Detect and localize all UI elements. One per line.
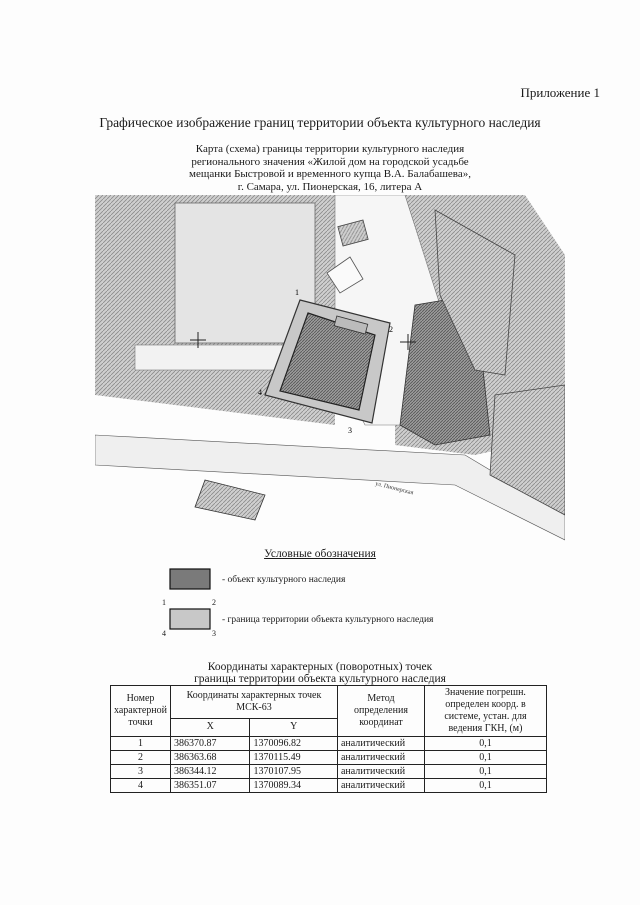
cell-number: 2 [110, 750, 171, 765]
header-number: Номер характерной точки [110, 685, 171, 737]
cell-number: 3 [110, 764, 171, 779]
cell-y: 1370089.34 [249, 778, 338, 793]
cell-y: 1370115.49 [249, 750, 338, 765]
coordinates-caption: Координаты характерных (поворотных) точе… [194, 661, 446, 685]
legend-title: Условные обозначения [264, 548, 376, 560]
cell-y: 1370107.95 [249, 764, 338, 779]
map-point-label: 4 [258, 388, 262, 397]
table-row: 2 386363.68 1370115.49 аналитический 0,1 [110, 750, 547, 765]
document-title: Графическое изображение границ территори… [99, 115, 541, 130]
legend: 1 2 4 3 - объект культурного наследия - … [160, 565, 540, 645]
cell-number: 4 [110, 778, 171, 793]
legend-corner-label: 2 [212, 598, 216, 607]
map-title: Карта (схема) границы территории культур… [189, 143, 471, 193]
legend-corner-label: 3 [212, 629, 216, 638]
header-error: Значение погрешн. определен коорд. в сис… [423, 685, 547, 737]
cell-method: аналитический [336, 750, 425, 765]
header-x: X [169, 717, 251, 738]
legend-corner-label: 1 [162, 598, 166, 607]
header-method: Метод определения координат [336, 685, 425, 737]
header-y: Y [249, 717, 338, 738]
cell-x: 386370.87 [169, 736, 251, 751]
table-row: 4 386351.07 1370089.34 аналитический 0,1 [110, 778, 547, 793]
map-point-label: 1 [295, 288, 299, 297]
cell-method: аналитический [336, 764, 425, 779]
cell-error: 0,1 [423, 764, 547, 779]
cell-method: аналитический [336, 778, 425, 793]
table-row: 1 386370.87 1370096.82 аналитический 0,1 [110, 736, 547, 751]
legend-swatches [169, 568, 211, 630]
legend-boundary-swatch [169, 608, 211, 630]
small-building [337, 219, 369, 247]
street [95, 434, 565, 541]
cell-x: 386344.12 [169, 764, 251, 779]
sports-field [174, 202, 316, 344]
legend-boundary-label: - граница территории объекта культурного… [222, 615, 434, 625]
cell-error: 0,1 [423, 750, 547, 765]
cell-number: 1 [110, 736, 171, 751]
cell-y: 1370096.82 [249, 736, 338, 751]
cell-error: 0,1 [423, 736, 547, 751]
legend-object-swatch [169, 568, 211, 590]
map-point-label: 3 [348, 426, 352, 435]
appendix-label: Приложение 1 [520, 85, 600, 100]
cell-method: аналитический [336, 736, 425, 751]
table-row: 3 386344.12 1370107.95 аналитический 0,1 [110, 764, 547, 779]
header-coordinates: Координаты характерных точек МСК-63 [169, 685, 338, 719]
legend-object-label: - объект культурного наследия [222, 575, 346, 585]
cell-error: 0,1 [423, 778, 547, 793]
cell-x: 386363.68 [169, 750, 251, 765]
site-map: ул. Пионерская 1 2 3 4 [95, 195, 565, 541]
coordinates-table: Номер характерной точки Координаты харак… [110, 685, 547, 793]
map-point-label: 2 [389, 325, 393, 334]
street-label: ул. Пионерская [375, 481, 415, 496]
legend-corner-label: 4 [162, 629, 166, 638]
cell-x: 386351.07 [169, 778, 251, 793]
